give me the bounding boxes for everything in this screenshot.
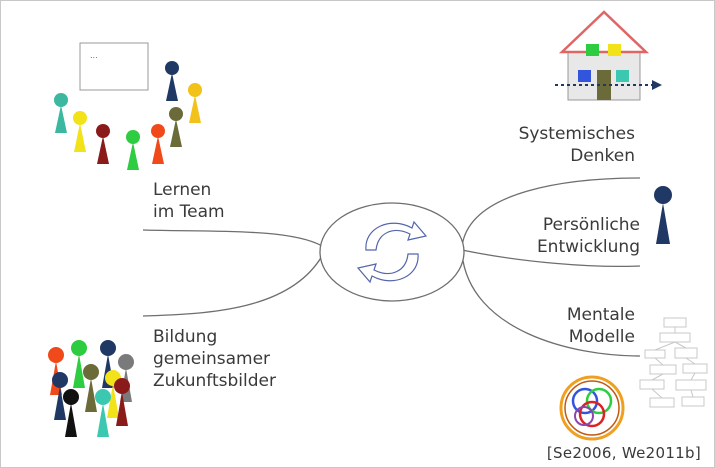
- label-line: Denken: [570, 146, 635, 166]
- label-line: Mentale: [566, 305, 635, 325]
- curve-learning-team: [142, 229, 323, 247]
- team-figures-icon: [54, 61, 202, 170]
- center-ellipse: [319, 202, 465, 302]
- curve-mental-models: [461, 253, 641, 357]
- figure-icon: [52, 372, 68, 420]
- figure-icon: [169, 107, 183, 147]
- figure-icon: [73, 111, 87, 152]
- board-text: ...: [90, 51, 98, 60]
- house-icon: [555, 10, 662, 101]
- figure-icon: [126, 130, 140, 170]
- label-line: Entwicklung: [536, 237, 640, 257]
- curve-personal-mastery: [461, 249, 641, 268]
- figure-icon: [63, 389, 79, 437]
- figure-icon: [96, 124, 110, 164]
- connector-lines: [142, 177, 641, 357]
- label-line: Systemisches: [518, 124, 635, 144]
- flowchart-icon: [639, 317, 708, 408]
- label-line: Modelle: [568, 327, 635, 347]
- label-line: Zukunftsbilder: [153, 371, 276, 391]
- figure-icon: [151, 124, 165, 164]
- person-icon: [654, 186, 672, 244]
- label-line: Persönliche: [542, 215, 640, 235]
- label-shared-vision: Bildung gemeinsamer Zukunftsbilder: [153, 326, 276, 392]
- label-learning-team: Lernen im Team: [153, 179, 225, 223]
- label-mental-models: Mentale Modelle: [567, 304, 635, 348]
- label-personal-mastery: Persönliche Entwicklung: [537, 214, 640, 258]
- label-line: gemeinsamer: [153, 349, 271, 369]
- curve-systems-thinking: [461, 177, 641, 247]
- cycle-arrow-bottom-icon: [356, 253, 419, 284]
- center-cycle: [319, 202, 465, 302]
- label-line: im Team: [153, 202, 225, 222]
- citation: [Se2006, We2011b]: [546, 444, 701, 462]
- figure-icon: [114, 378, 130, 426]
- figure-icon: [83, 364, 99, 412]
- label-line: Lernen: [153, 180, 212, 200]
- venn-logo-icon: [559, 375, 625, 441]
- figure-icon: [165, 61, 179, 101]
- label-line: Bildung: [153, 327, 218, 347]
- figure-icon: [95, 389, 111, 437]
- label-systems-thinking: Systemisches Denken: [519, 123, 635, 167]
- curve-shared-vision: [142, 255, 323, 317]
- figure-icon: [54, 93, 68, 133]
- cycle-arrow-top-icon: [365, 220, 428, 251]
- figure-icon: [188, 83, 202, 123]
- crowd-figures-icon: [48, 340, 134, 437]
- board-icon: ...: [79, 42, 149, 91]
- figure-icon: [71, 340, 87, 388]
